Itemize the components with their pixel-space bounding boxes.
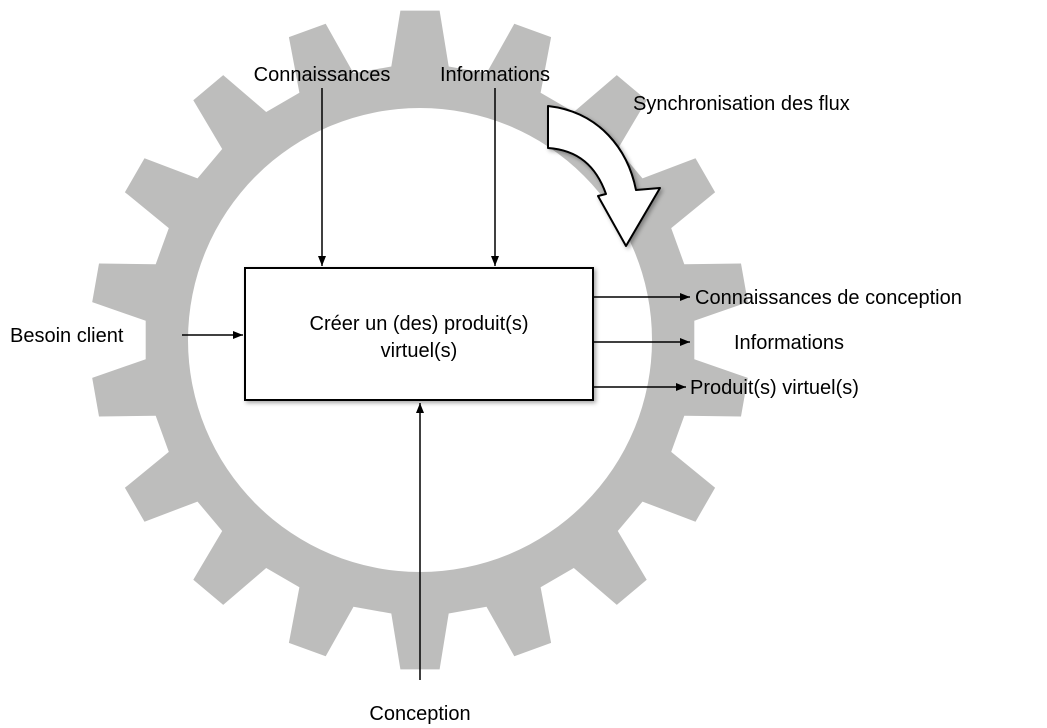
label-conception: Conception [369, 703, 470, 725]
label-besoin-client: Besoin client [10, 325, 124, 347]
label-connaissances: Connaissances [254, 64, 391, 86]
label-informations-output: Informations [734, 332, 844, 354]
label-synchronisation: Synchronisation des flux [633, 93, 850, 115]
process-title-line1: Créer un (des) produit(s) [310, 313, 529, 335]
process-box [244, 267, 594, 401]
gear-icon [92, 10, 748, 670]
process-title-line2: virtuel(s) [381, 340, 458, 362]
curved-arrow-icon [547, 105, 661, 247]
label-informations-input: Informations [440, 64, 550, 86]
label-produits-virtuels: Produit(s) virtuel(s) [690, 377, 859, 399]
label-connaissances-conception: Connaissances de conception [695, 287, 962, 309]
